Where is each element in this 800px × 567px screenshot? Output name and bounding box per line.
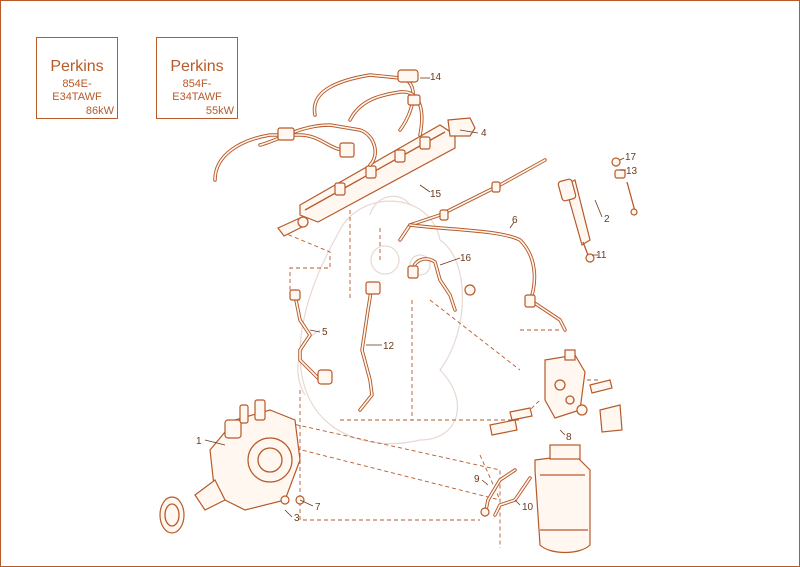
- return-hose-part-6: [398, 158, 567, 332]
- model-brand: Perkins: [50, 58, 104, 75]
- callout-4: 4: [481, 128, 487, 139]
- injector-part-2: [557, 157, 638, 263]
- callout-9: 9: [474, 474, 480, 485]
- callout-3: 3: [294, 513, 300, 524]
- callout-8: 8: [566, 432, 572, 443]
- fuel-pump-part-1: [159, 399, 305, 534]
- callout-6: 6: [512, 215, 518, 226]
- pipe-part-16: [407, 257, 476, 312]
- callout-1: 1: [196, 436, 202, 447]
- leader-lines: [204, 77, 626, 518]
- callout-2: 2: [604, 214, 610, 225]
- model-power: 55kW: [205, 105, 234, 117]
- injector-pipes-part-14: [213, 69, 424, 182]
- pipes-part-9-10: [480, 468, 532, 517]
- watermark-mascot: [297, 195, 463, 445]
- model-box-854e: Perkins 854E- E34TAWF 86kW: [36, 37, 118, 119]
- model-code: E34TAWF: [52, 91, 102, 103]
- callout-14: 14: [430, 72, 442, 83]
- callout-11: 11: [596, 250, 607, 261]
- filter-head-part-8: [489, 349, 623, 436]
- callout-16: 16: [460, 253, 472, 264]
- model-code: E34TAWF: [172, 91, 222, 103]
- assembly-dashed-lines: [261, 210, 600, 548]
- callout-12: 12: [383, 341, 395, 352]
- leakoff-pipe-part-5: [289, 289, 333, 385]
- pump-pipe-part-12: [358, 281, 381, 412]
- callout-13: 13: [626, 166, 638, 177]
- callout-5: 5: [322, 327, 328, 338]
- callout-17: 17: [625, 152, 637, 163]
- callout-labels: 14 4 15 17 13 2 6 11 16 5 12 8 1 9 10 7 …: [196, 72, 638, 524]
- callout-10: 10: [522, 502, 534, 513]
- model-power: 86kW: [85, 105, 114, 117]
- model-code: 854E-: [62, 78, 92, 90]
- callout-7: 7: [315, 502, 321, 513]
- fuel-filter: [534, 444, 591, 554]
- model-box-854f: Perkins 854F- E34TAWF 55kW: [156, 37, 238, 119]
- model-code: 854F-: [182, 78, 212, 90]
- model-brand: Perkins: [170, 58, 224, 75]
- callout-15: 15: [430, 189, 442, 200]
